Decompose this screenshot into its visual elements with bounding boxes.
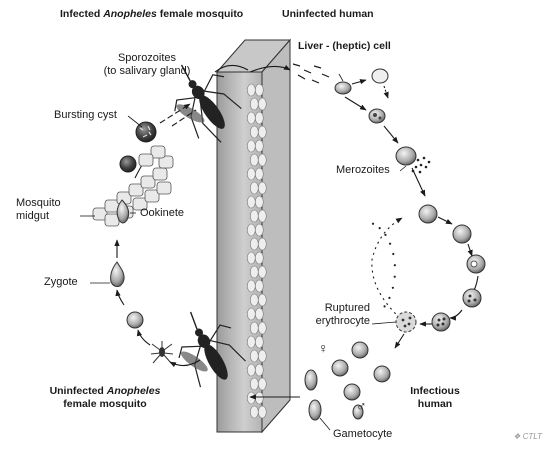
oocyst-icon — [120, 156, 136, 172]
skin-cross-section — [217, 40, 290, 432]
merozoite-trail — [372, 223, 396, 308]
watermark-icon: ❖ — [513, 432, 522, 441]
gametocyte-leader — [320, 418, 330, 430]
sporozoite-dashes — [293, 64, 329, 83]
header-infectious-human: Infectious human — [400, 385, 470, 411]
header-infected-mosquito: Infected Anopheles female mosquito — [60, 8, 243, 21]
leader-lines-right — [372, 166, 406, 324]
label-ruptured-erythrocyte: Ruptured erythrocyte — [296, 302, 370, 328]
header-uninfected-mosquito: Uninfected Anopheles female mosquito — [40, 385, 170, 411]
leader-lines-left — [80, 116, 142, 283]
liver-cells — [335, 69, 430, 173]
label-merozoites: Merozoites — [336, 164, 390, 177]
label-mosquito-midgut: Mosquito midgut — [16, 197, 61, 223]
label-bursting-cyst: Bursting cyst — [54, 109, 117, 122]
gamete-in-mosquito-icon — [127, 312, 143, 328]
label-ookinete: Ookinete — [140, 207, 184, 220]
header-uninfected-human: Uninfected human — [282, 8, 374, 21]
label-liver-cell: Liver - (heptic) cell — [298, 40, 391, 53]
small-mosquito-icon — [151, 341, 173, 363]
label-gametocyte: Gametocyte — [333, 428, 392, 441]
female-symbol-icon: ♀ — [318, 342, 329, 355]
male-symbol-icon: ♂ — [356, 400, 367, 413]
label-sporozoites: Sporozoites (to salivary gland) — [82, 52, 212, 78]
zygote-icon — [111, 262, 124, 287]
label-zygote: Zygote — [44, 276, 78, 289]
ruptured-erythrocyte-icon — [396, 312, 416, 332]
watermark-logo: ❖ CTLT — [513, 432, 542, 441]
